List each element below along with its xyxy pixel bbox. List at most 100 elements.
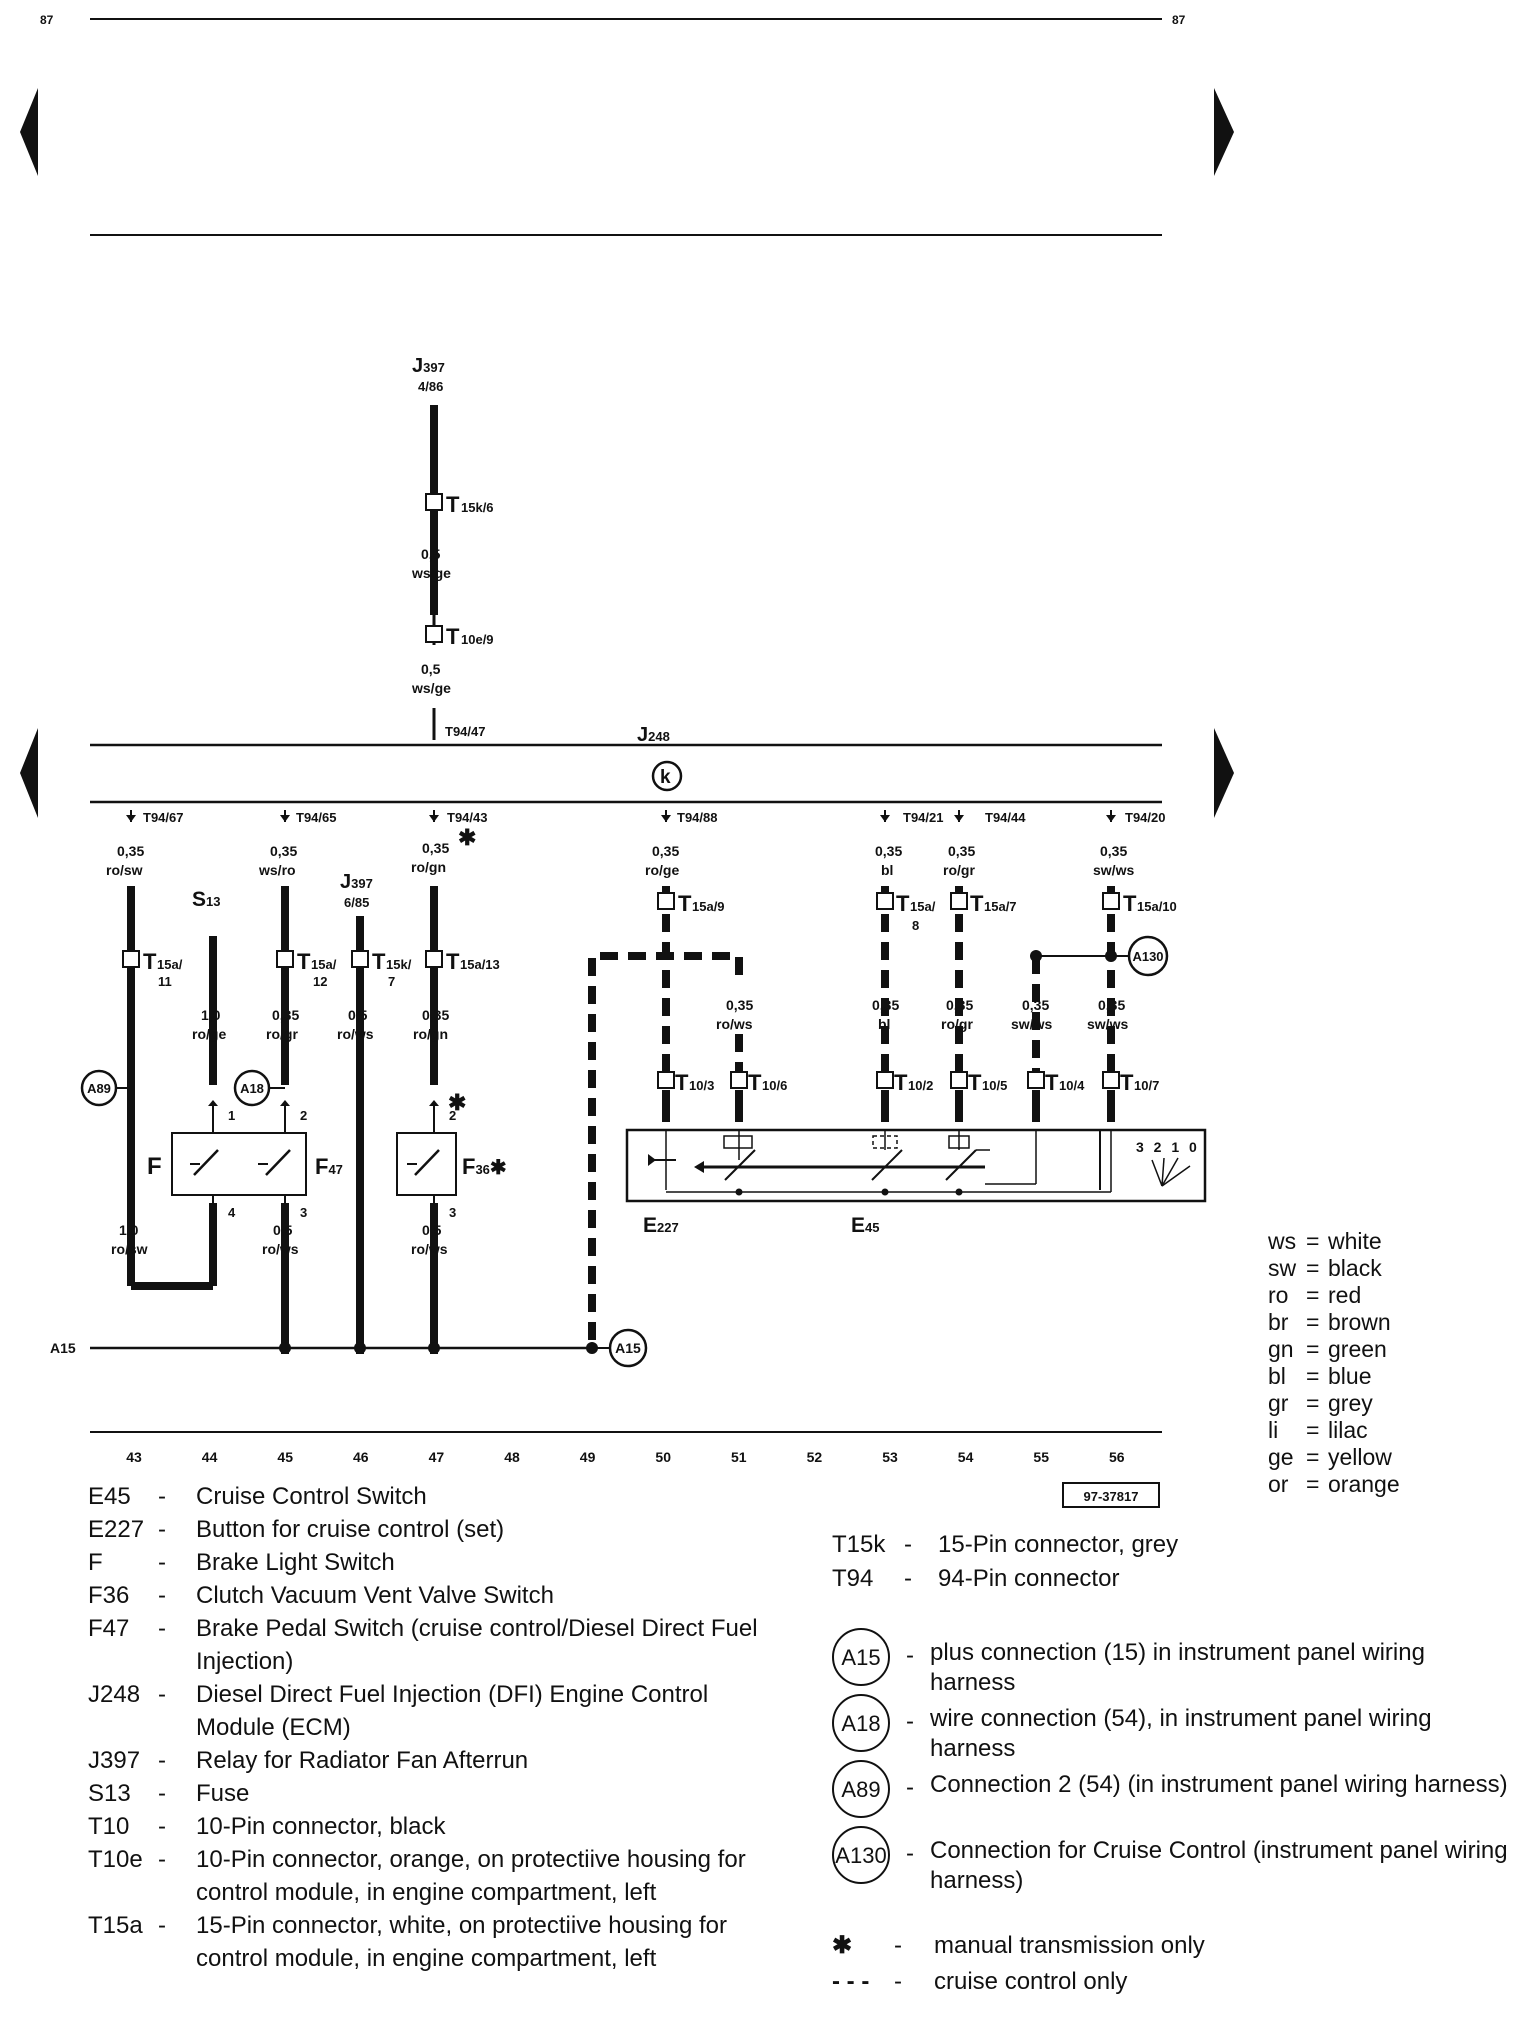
equals-sign: = — [1306, 1228, 1320, 1254]
legend-code: J397 — [88, 1747, 141, 1774]
legend-row: T15a-15-Pin connector, white, on protect… — [88, 1909, 778, 1975]
connector-t103: T 10/3 — [657, 1070, 714, 1095]
wire-label-size: 0,35 — [422, 840, 449, 856]
track-number: 45 — [277, 1449, 293, 1465]
legend-row: E45-Cruise Control Switch — [88, 1480, 778, 1513]
legend-code: E45 — [88, 1483, 131, 1510]
legend-dash: - — [906, 1774, 914, 1801]
next-section-arrow-icon[interactable] — [1214, 728, 1234, 818]
svg-text:10/5: 10/5 — [982, 1078, 1007, 1093]
svg-text:T: T — [1120, 1070, 1134, 1095]
legend-description: Brake Pedal Switch (cruise control/Diese… — [196, 1615, 758, 1675]
wire-label-size: 0,35 — [726, 997, 753, 1013]
legend-code: T10e — [88, 1846, 143, 1873]
color-code-row: gn=green — [1268, 1336, 1400, 1363]
wire-label-color: ro/gn — [411, 859, 446, 875]
note-symbol: ✱ — [832, 1932, 853, 1959]
color-code-row: li=lilac — [1268, 1417, 1400, 1444]
legend-dash: - — [158, 1681, 166, 1708]
legend-description: Connection 2 (54) (in instrument panel w… — [930, 1771, 1508, 1798]
legend-code: S13 — [88, 1780, 131, 1807]
track-number: 50 — [655, 1449, 671, 1465]
connector-t104: T 10/4 — [1027, 1070, 1085, 1095]
svg-text:10/6: 10/6 — [762, 1078, 787, 1093]
column-50-wiring — [661, 810, 671, 822]
color-name: red — [1328, 1282, 1362, 1308]
svg-text:10/7: 10/7 — [1134, 1078, 1159, 1093]
track-number: 54 — [958, 1449, 974, 1465]
wire-label-size: 0,35 — [270, 843, 297, 859]
pin-label: 3 — [449, 1205, 456, 1220]
note-symbol: - - - — [832, 1968, 870, 1995]
color-abbr: ws — [1268, 1228, 1297, 1254]
connection-circle-icon: A15 — [832, 1628, 890, 1686]
svg-text:T: T — [1123, 891, 1137, 916]
color-name: lilac — [1328, 1417, 1368, 1443]
brake-switch-box — [171, 1100, 307, 1203]
color-code-row: ro=red — [1268, 1282, 1400, 1309]
wire-label-color: ro/ws — [337, 1026, 374, 1042]
previous-page-arrow-icon[interactable] — [20, 88, 38, 176]
wire-label-size: 1,0 — [201, 1007, 221, 1023]
wire-label-color: sw/ws — [1087, 1016, 1128, 1032]
legend-dash: - — [158, 1813, 166, 1840]
previous-section-arrow-icon[interactable] — [20, 728, 38, 818]
legend-dash: - — [894, 1968, 902, 1995]
legend-description: Brake Light Switch — [196, 1549, 395, 1576]
color-code-row: ge=yellow — [1268, 1444, 1400, 1471]
pin-label: T94/44 — [985, 810, 1026, 825]
legend-description: cruise control only — [934, 1968, 1128, 1995]
wire-label-size: 0,5 — [273, 1222, 293, 1238]
svg-text:T: T — [1045, 1070, 1059, 1095]
legend-dash: - — [904, 1565, 912, 1592]
svg-text:A15: A15 — [615, 1340, 641, 1356]
connector-t10e9: T 10e/9 — [425, 624, 494, 649]
legend-row: J248-Diesel Direct Fuel Injection (DFI) … — [88, 1678, 778, 1744]
f47-label: F47 — [315, 1154, 343, 1179]
j397-mid-pin: 6/85 — [344, 895, 369, 910]
legend-row: F47-Brake Pedal Switch (cruise control/D… — [88, 1612, 778, 1678]
svg-text:15a/: 15a/ — [311, 957, 337, 972]
svg-text:10/3: 10/3 — [689, 1078, 714, 1093]
color-abbr: ro — [1268, 1282, 1289, 1308]
wire-label-size: 0,35 — [1100, 843, 1127, 859]
legend-dash: - — [158, 1846, 166, 1873]
wire-label-size: 0,35 — [946, 997, 973, 1013]
connector-t107: T 10/7 — [1102, 1070, 1159, 1095]
track-number: 55 — [1033, 1449, 1049, 1465]
legend-dash: - — [158, 1549, 166, 1576]
connector-t15k7: T 15k/ 7 — [351, 949, 412, 989]
equals-sign: = — [1306, 1390, 1320, 1416]
legend-description: Fuse — [196, 1780, 250, 1807]
connector-t15a9: T 15a/9 — [657, 891, 725, 916]
e45-label: E45 — [851, 1214, 879, 1237]
wire-label-size: 0,5 — [421, 661, 441, 677]
pin-label: T94/88 — [677, 810, 717, 825]
legend-dash: - — [894, 1932, 902, 1959]
wire-label-color: sw/ws — [1093, 862, 1134, 878]
column-43-wiring — [117, 810, 217, 1290]
pin-label: 2 — [300, 1108, 307, 1123]
svg-text:15a/: 15a/ — [910, 899, 936, 914]
legend-dash: - — [158, 1747, 166, 1774]
connector-t102: T 10/2 — [876, 1070, 933, 1095]
svg-text:T: T — [675, 1070, 689, 1095]
legend-row: E227-Button for cruise control (set) — [88, 1513, 778, 1546]
color-name: brown — [1328, 1309, 1391, 1335]
legend-row: F-Brake Light Switch — [88, 1546, 778, 1579]
legend-description: Cruise Control Switch — [196, 1483, 427, 1510]
next-page-arrow-icon[interactable] — [1214, 88, 1234, 176]
svg-text:12: 12 — [313, 974, 327, 989]
legend-row: ✱-manual transmission only — [832, 1928, 1512, 1964]
track-number: 44 — [202, 1449, 218, 1465]
legend-description: plus connection (15) in instrument panel… — [930, 1639, 1425, 1696]
pin-label: 3 — [300, 1205, 307, 1220]
column-47-wiring — [429, 810, 439, 1354]
equals-sign: = — [1306, 1255, 1320, 1281]
color-abbr: sw — [1268, 1255, 1297, 1281]
legend-row: T15k-15-Pin connector, grey — [832, 1528, 1512, 1562]
legend-code: T94 — [832, 1565, 874, 1592]
wire-label-size: 0,35 — [272, 1007, 299, 1023]
pin-label: T94/65 — [296, 810, 336, 825]
